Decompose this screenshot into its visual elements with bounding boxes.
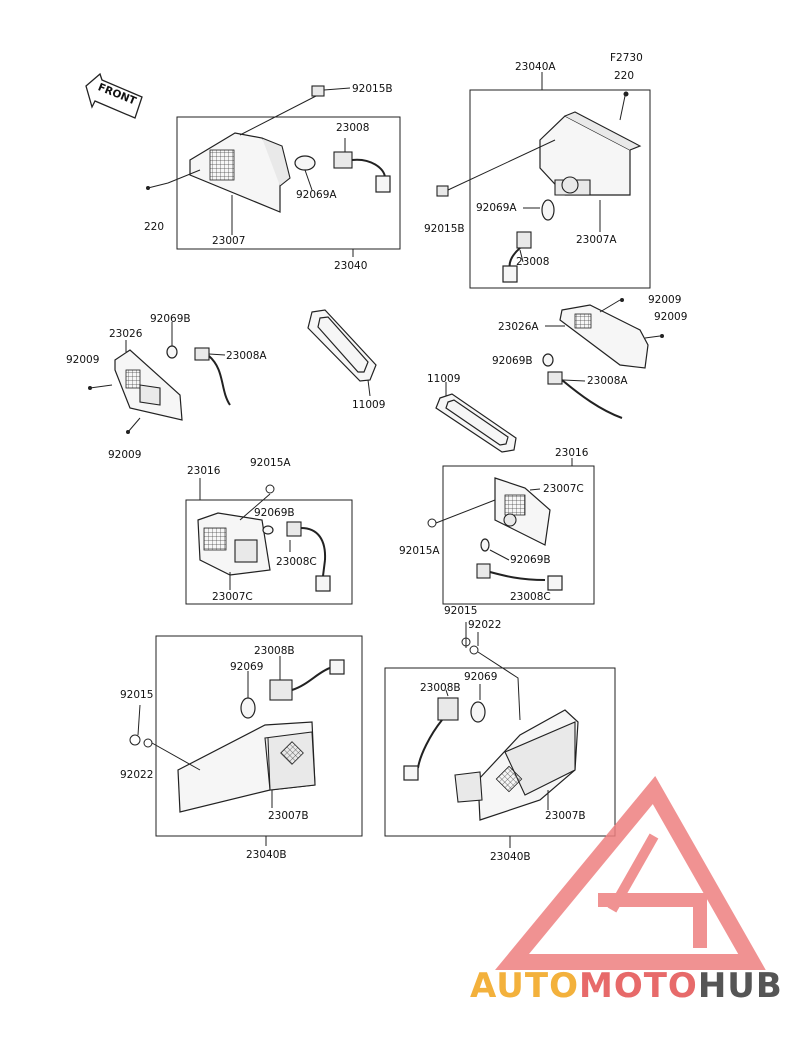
label-92015-right: 92015 [444, 605, 477, 617]
label-23008-right: 23008 [516, 256, 549, 268]
brand-part-auto: AUTO [470, 966, 579, 1006]
label-23040B-right: 23040B [490, 851, 531, 863]
label-220-right: 220 [614, 70, 634, 82]
label-92069A-top: 92069A [296, 189, 337, 201]
assembly-23040B-right [384, 622, 616, 848]
label-92015A-left: 92015A [250, 457, 291, 469]
label-23008-top: 23008 [336, 122, 369, 134]
label-23016-left: 23016 [187, 465, 221, 477]
label-23008A-left: 23008A [226, 350, 267, 362]
label-92069B-mid-left: 92069B [150, 313, 191, 325]
brand-part-moto: MOTO [578, 966, 698, 1006]
label-92069B-23016-left: 92069B [254, 507, 295, 519]
gasket-11009-left [307, 309, 377, 397]
label-23007: 23007 [212, 235, 245, 247]
assembly-23016-left [185, 478, 353, 605]
label-92069B-mid-right: 92069B [492, 355, 533, 367]
label-23008B-right: 23008B [420, 682, 461, 694]
label-92015A-right: 92015A [399, 545, 440, 557]
label-23007C-right: 23007C [543, 483, 584, 495]
label-92009-left-b: 92009 [108, 449, 141, 461]
label-92015B-right: 92015B [424, 223, 465, 235]
label-92069-left: 92069 [230, 661, 263, 673]
label-23016-right: 23016 [555, 447, 589, 459]
label-23007B-left: 23007B [268, 810, 309, 822]
watermark-brand: AUTOMOTOHUB [470, 966, 783, 1006]
label-23026A: 23026A [498, 321, 539, 333]
label-23007B-right: 23007B [545, 810, 586, 822]
label-11009-left: 11009 [352, 399, 385, 411]
label-23007C-left: 23007C [212, 591, 253, 603]
part-23026A [542, 298, 664, 419]
label-92015B-top: 92015B [352, 83, 393, 95]
label-92022-left: 92022 [120, 769, 153, 781]
watermark-logo-triangle [495, 775, 766, 970]
label-23008C-left: 23008C [276, 556, 317, 568]
label-92069-right: 92069 [464, 671, 497, 683]
label-23008A-right: 23008A [587, 375, 628, 387]
label-23040A: 23040A [515, 61, 556, 73]
label-92022-right: 92022 [468, 619, 501, 631]
assembly-23040B-left [129, 635, 363, 846]
assembly-23040A [436, 72, 651, 289]
label-23040B-left: 23040B [246, 849, 287, 861]
label-23026: 23026 [109, 328, 143, 340]
label-23008C-right: 23008C [510, 591, 551, 603]
ref-code: F2730 [610, 52, 643, 64]
assembly-23016-right [427, 458, 595, 605]
label-92009-left-a: 92009 [66, 354, 99, 366]
front-arrow: FRONT [85, 72, 143, 119]
label-92009-right-b: 92009 [654, 311, 687, 323]
label-11009-right: 11009 [427, 373, 460, 385]
label-23040: 23040 [334, 260, 367, 272]
label-92069A-right: 92069A [476, 202, 517, 214]
label-92069B-23016-right: 92069B [510, 554, 551, 566]
label-23008B-left: 23008B [254, 645, 295, 657]
label-92009-right-a: 92009 [648, 294, 681, 306]
label-220-left: 220 [144, 221, 164, 233]
label-92015-left: 92015 [120, 689, 153, 701]
part-23026 [88, 322, 231, 434]
brand-part-hub: HUB [697, 966, 783, 1006]
label-23007A: 23007A [576, 234, 617, 246]
assembly-23040 [146, 85, 401, 257]
gasket-11009-right [435, 382, 517, 453]
